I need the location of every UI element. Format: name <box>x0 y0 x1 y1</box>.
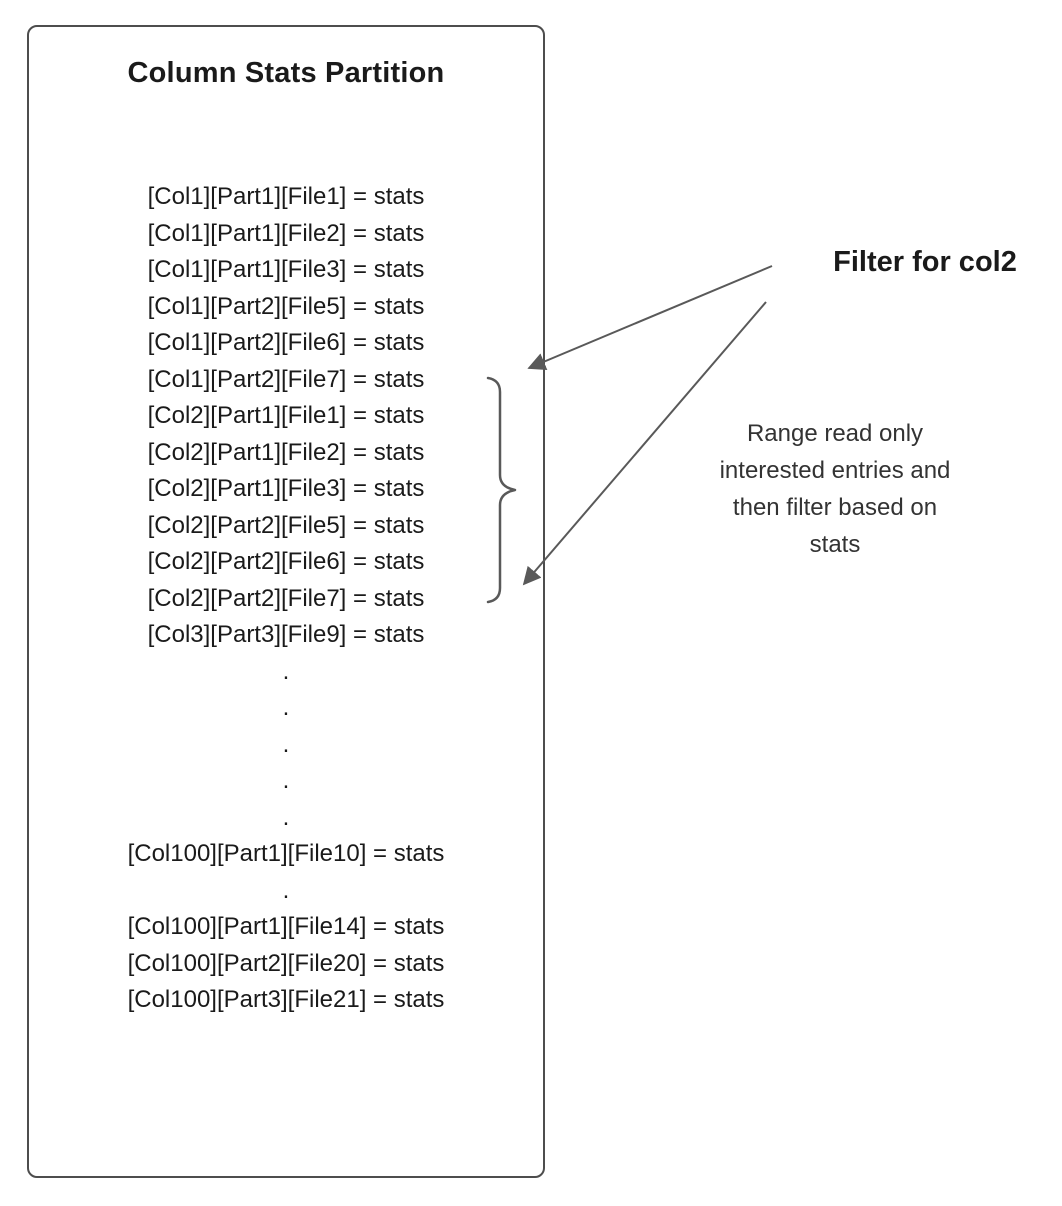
column-stats-partition-box: Column Stats Partition [Col1][Part1][Fil… <box>27 25 545 1178</box>
stats-entry: [Col1][Part2][File6] = stats <box>147 329 425 356</box>
range-note-line: Range read only <box>746 420 924 447</box>
stats-entry: [Col2][Part2][File5] = stats <box>147 511 425 539</box>
filter-arrow-upper-icon <box>527 265 773 371</box>
stats-entry: [Col100][Part2][File20] = stats <box>127 949 445 977</box>
stats-entry: [Col1][Part1][File3] = stats <box>147 256 425 283</box>
stats-entry: [Col2][Part1][File3] = stats <box>147 475 425 502</box>
range-note: Range read only interested entries and t… <box>672 415 998 563</box>
range-note-line: stats <box>809 531 861 558</box>
range-note-line: interested entries and <box>719 457 951 484</box>
stats-entry: [Col100][Part1][File14] = stats <box>127 913 445 940</box>
stats-entry: [Col2][Part2][File6] = stats <box>147 548 425 575</box>
stats-entry: . <box>282 657 290 685</box>
stats-entry: [Col1][Part2][File7] = stats <box>147 365 425 393</box>
stats-entry: [Col100][Part3][File21] = stats <box>127 986 445 1013</box>
stats-entry: [Col100][Part1][File10] = stats <box>127 840 445 867</box>
stats-entry: [Col2][Part1][File1] = stats <box>147 402 425 429</box>
stats-entry: . <box>282 767 290 794</box>
stats-entry: [Col2][Part1][File2] = stats <box>147 438 425 466</box>
stats-entry: . <box>282 876 290 904</box>
filter-label: Filter for col2 <box>833 246 1017 278</box>
stats-entry: . <box>282 730 290 758</box>
stats-entry: [Col3][Part3][File9] = stats <box>147 621 425 648</box>
stats-entry: [Col1][Part2][File5] = stats <box>147 292 425 320</box>
stats-entry: . <box>282 803 290 831</box>
range-note-line: then filter based on <box>732 494 938 521</box>
stats-entries-list: [Col1][Part1][File1] = stats [Col1][Part1… <box>29 179 543 1019</box>
stats-entry: [Col1][Part1][File1] = stats <box>147 183 425 210</box>
stats-entry: . <box>282 694 290 721</box>
box-title: Column Stats Partition <box>127 57 445 89</box>
stats-entry: [Col2][Part2][File7] = stats <box>147 584 425 612</box>
stats-entry: [Col1][Part1][File2] = stats <box>147 219 425 247</box>
